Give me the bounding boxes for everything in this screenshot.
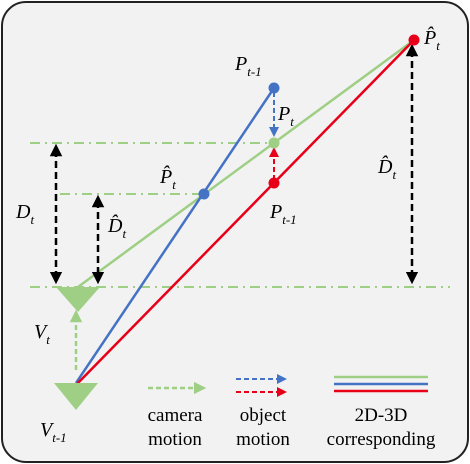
legend-camera-text-2: motion <box>148 429 202 450</box>
point-p-hat-left <box>198 188 210 200</box>
green-ray <box>77 38 415 289</box>
blue-ray <box>74 87 276 384</box>
label-p-t-mid: Pt <box>277 103 294 129</box>
point-p-hat-right <box>408 34 420 46</box>
label-d-hat-right: D̂t <box>377 155 396 182</box>
camera-vt-icon <box>56 287 100 312</box>
legend-object-text: object <box>240 405 287 426</box>
label-p-hat-top: P̂t <box>423 26 440 53</box>
legend-corr-text-2: corresponding <box>327 429 436 450</box>
label-d-hat-left: D̂t <box>107 214 126 241</box>
label-p-t1-top: Pt-1 <box>234 53 262 79</box>
point-p-t1-top <box>268 82 280 94</box>
legend-camera-text: camera <box>148 405 203 426</box>
label-d-t: Dt <box>15 201 34 227</box>
legend-corr-text: 2D-3D <box>355 405 408 426</box>
legend: camera motion object motion 2D-3D corres… <box>148 374 436 450</box>
label-p-hat-left: P̂t <box>159 165 176 192</box>
point-p-t-mid <box>268 137 280 149</box>
point-p-t1-bottom <box>268 177 280 189</box>
red-ray <box>75 39 415 386</box>
label-v-t1: Vt-1 <box>40 419 67 445</box>
label-p-t1-bottom: Pt-1 <box>269 201 297 227</box>
camera-vt1-icon <box>54 383 98 410</box>
label-v-t: Vt <box>34 321 50 347</box>
legend-object-text-2: motion <box>236 429 290 450</box>
